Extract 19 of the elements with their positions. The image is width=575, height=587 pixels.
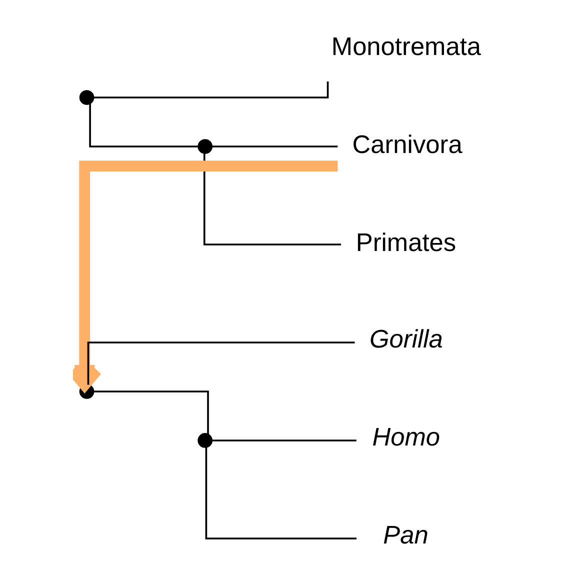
connector — [205, 448, 356, 540]
node-text: Homo — [372, 423, 440, 452]
node-point — [198, 433, 213, 448]
node-point — [79, 90, 94, 105]
node-text: Gorilla — [370, 325, 443, 354]
node-point — [79, 384, 94, 399]
node-text: Pan — [383, 521, 428, 550]
connector — [212, 440, 356, 442]
node-text: Monotremata — [331, 33, 482, 62]
node-text: Carnivora — [352, 131, 462, 160]
connector — [212, 146, 338, 148]
connector — [89, 104, 198, 148]
connector — [94, 390, 209, 434]
node-point — [198, 139, 213, 154]
connector — [87, 342, 355, 385]
node-text: Primates — [356, 229, 456, 258]
connector — [203, 154, 341, 246]
arrow — [73, 160, 338, 390]
connector — [94, 81, 329, 98]
